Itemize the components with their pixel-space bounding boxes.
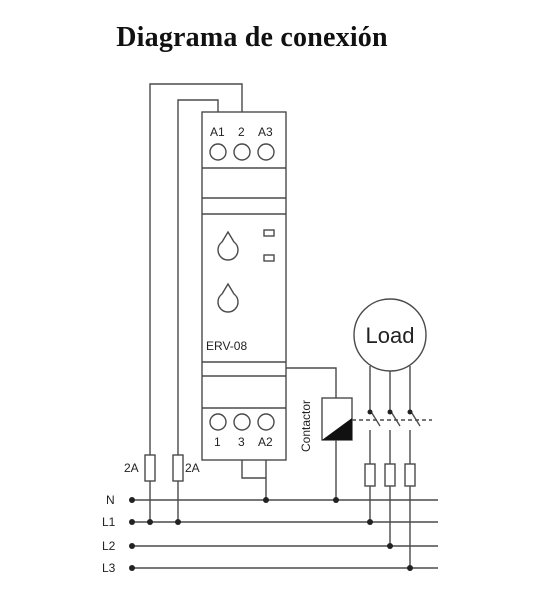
bus-label-l1: L1 <box>102 515 116 529</box>
knob-2 <box>217 282 239 313</box>
fuse-left <box>144 454 156 482</box>
label-a2: A2 <box>258 435 273 449</box>
terminal-2 <box>233 143 251 161</box>
terminal-3 <box>233 413 251 431</box>
contactor-coil-fill <box>322 418 352 440</box>
terminal-a3 <box>257 143 275 161</box>
relay-module <box>201 111 287 461</box>
fuse-label-right: 2A <box>185 461 200 475</box>
label-3: 3 <box>238 435 245 449</box>
phase-fuse-1 <box>364 463 376 487</box>
terminal-1 <box>209 413 227 431</box>
terminal-a2 <box>257 413 275 431</box>
label-2: 2 <box>238 125 245 139</box>
load-label: Load <box>366 323 415 348</box>
knob-1 <box>217 230 239 261</box>
wire-a1 <box>177 99 219 455</box>
fuse-label-left: 2A <box>124 461 139 475</box>
bus-label-l2: L2 <box>102 539 116 553</box>
label-a3: A3 <box>258 125 273 139</box>
led-indicator-1 <box>263 229 275 237</box>
phase-fuse-3 <box>404 463 416 487</box>
label-a1: A1 <box>210 125 225 139</box>
contactor-label: Contactor <box>299 400 313 452</box>
wire-2 <box>149 83 243 455</box>
terminal-a1 <box>209 143 227 161</box>
device-model: ERV-08 <box>206 339 247 353</box>
diagram-title: Diagrama de conexión <box>116 22 388 53</box>
fuse-right <box>172 454 184 482</box>
led-indicator-2 <box>263 254 275 262</box>
bus-label-l3: L3 <box>102 561 116 575</box>
label-1: 1 <box>214 435 221 449</box>
contactor-wire <box>286 367 337 500</box>
bus-label-n: N <box>106 493 115 507</box>
phase-fuse-2 <box>384 463 396 487</box>
